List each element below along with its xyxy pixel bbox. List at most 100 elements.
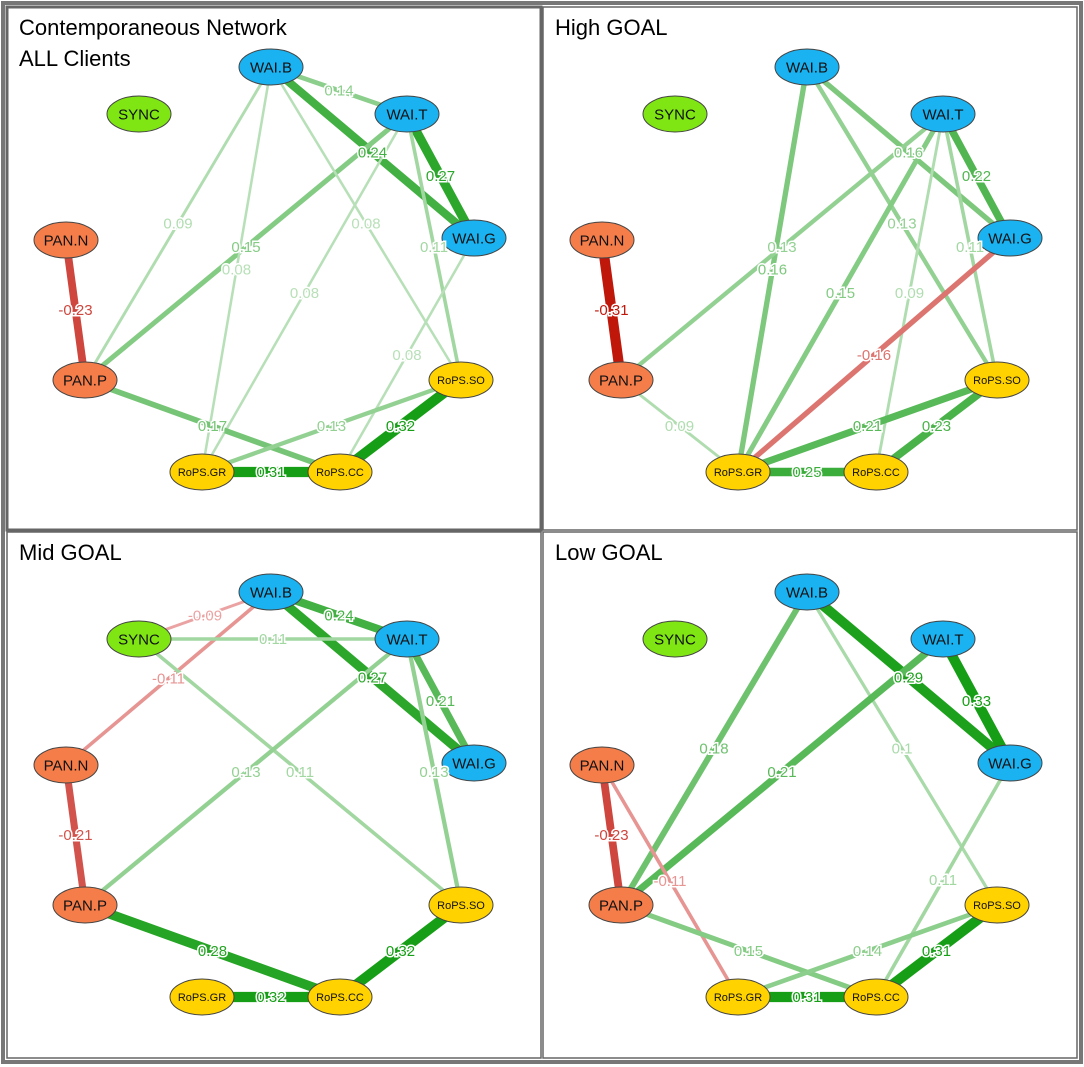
panel-title: Contemporaneous Network <box>19 15 288 40</box>
panel-frame <box>542 6 1078 531</box>
node-shape <box>977 219 1043 257</box>
node-shape <box>106 620 172 658</box>
edge-PAN.N-PAN.P <box>62 239 89 381</box>
node-label: RoPS.GR <box>178 467 226 479</box>
node-label: RoPS.SO <box>973 900 1021 912</box>
edge-weight-label: 0.08 <box>351 216 380 233</box>
edge-WAI.G-RoPS.CC <box>874 762 1012 998</box>
edge-RoPS.GR-RoPS.SO <box>736 376 999 476</box>
panel-title: Low GOAL <box>555 540 663 565</box>
edges <box>596 64 1014 477</box>
node-shape <box>33 221 99 259</box>
node-label: SYNC <box>654 632 696 649</box>
edge-RoPS.SO-RoPS.CC <box>872 900 1001 1002</box>
edge-weight-label: 0.31 <box>922 943 951 960</box>
node-label: PAN.P <box>599 898 643 915</box>
edge-WAI.T-WAI.G <box>402 111 479 241</box>
panel-title: High GOAL <box>555 15 668 40</box>
edge-WAI.T-PAN.P <box>83 112 409 382</box>
edge-WAI.T-WAI.G <box>939 112 1014 240</box>
node-label: PAN.N <box>44 233 89 250</box>
node-shape <box>307 453 373 491</box>
edge-weight-label: 0.16 <box>894 145 923 162</box>
edge-weight-label: 0.27 <box>426 168 455 185</box>
panel-frame <box>6 531 542 1059</box>
edge-WAI.T-RoPS.GR <box>735 112 946 474</box>
node-label: PAN.P <box>599 373 643 390</box>
edge-WAI.B-WAI.G <box>803 588 1014 767</box>
node-pan-p: PAN.P <box>588 886 654 924</box>
node-shape <box>169 978 235 1016</box>
node-shape <box>774 573 840 611</box>
node-label: WAI.B <box>786 60 828 77</box>
edge-WAI.T-PAN.P <box>83 637 409 907</box>
edge-PAN.N-RoPS.GR <box>600 764 740 998</box>
edge-WAI.T-PAN.P <box>618 636 946 908</box>
edges <box>598 588 1015 1003</box>
node-wai-t: WAI.T <box>374 95 440 133</box>
edge-weight-label: 0.11 <box>286 764 314 781</box>
edge-weight-label: -0.21 <box>58 827 92 844</box>
node-wai-g: WAI.G <box>977 744 1043 782</box>
edge-weight-label: 0.16 <box>758 262 787 279</box>
edge-SYNC-RoPS.SO <box>137 637 463 907</box>
edge-labels: 0.140.240.270.090.150.080.080.080.110.08… <box>57 81 457 483</box>
node-label: WAI.G <box>988 231 1032 248</box>
edge-weight-label: 0.31 <box>792 989 821 1006</box>
node-wai-b: WAI.B <box>238 573 304 611</box>
edge-WAI.B-RoPS.SO <box>269 66 463 381</box>
node-shape <box>705 453 771 491</box>
edge-weight-label: 0.28 <box>198 943 227 960</box>
edge-weight-label: -0.16 <box>857 347 891 364</box>
node-shape <box>238 48 304 86</box>
edge-weight-label: 0.17 <box>198 418 227 435</box>
edge-weight-label: 0.13 <box>317 418 346 435</box>
node-wai-g: WAI.G <box>977 219 1043 257</box>
node-shape <box>374 95 440 133</box>
edge-weight-label: 0.1 <box>892 741 913 758</box>
node-label: PAN.N <box>580 758 625 775</box>
node-shape <box>910 620 976 658</box>
node-pan-p: PAN.P <box>52 886 118 924</box>
edge-weight-label: 0.11 <box>956 239 984 256</box>
edge-PAN.P-RoPS.CC <box>620 902 877 1000</box>
node-wai-t: WAI.T <box>374 620 440 658</box>
edge-WAI.B-PAN.N <box>64 590 273 767</box>
panel-title: Mid GOAL <box>19 540 122 565</box>
node-shape <box>569 746 635 784</box>
node-label: WAI.B <box>786 585 828 602</box>
node-wai-t: WAI.T <box>910 95 976 133</box>
node-sync: SYNC <box>642 620 708 658</box>
edge-weight-label: 0.08 <box>392 347 421 364</box>
node-label: RoPS.GR <box>714 992 762 1004</box>
node-label: PAN.N <box>580 233 625 250</box>
edge-WAI.T-PAN.P <box>619 112 945 382</box>
edge-weight-label: 0.23 <box>922 418 951 435</box>
node-shape <box>441 219 507 257</box>
edge-weight-label: 0.22 <box>962 168 991 185</box>
node-label: RoPS.SO <box>437 900 485 912</box>
node-shape <box>52 886 118 924</box>
node-label: WAI.T <box>922 107 963 124</box>
node-pan-n: PAN.N <box>33 746 99 784</box>
edge-weight-label: -0.23 <box>58 302 92 319</box>
edge-weight-label: 0.09 <box>163 216 192 233</box>
node-label: RoPS.GR <box>714 467 762 479</box>
node-shape <box>964 886 1030 924</box>
panel-frame <box>5 5 543 532</box>
edge-weight-label: 0.14 <box>324 83 353 100</box>
edge-WAI.T-RoPS.GR <box>200 113 409 473</box>
node-label: SYNC <box>118 632 160 649</box>
edge-weight-label: 0.13 <box>767 239 796 256</box>
node-label: WAI.T <box>922 632 963 649</box>
edge-weight-label: 0.32 <box>386 943 415 960</box>
node-rops-cc: RoPS.CC <box>307 978 373 1016</box>
edge-PAN.N-PAN.P <box>62 764 89 906</box>
node-shape <box>843 978 909 1016</box>
edge-weight-label: 0.15 <box>734 943 763 960</box>
edge-RoPS.SO-RoPS.CC <box>336 375 465 477</box>
node-rops-so: RoPS.SO <box>428 361 494 399</box>
node-shape <box>238 573 304 611</box>
node-shape <box>307 978 373 1016</box>
